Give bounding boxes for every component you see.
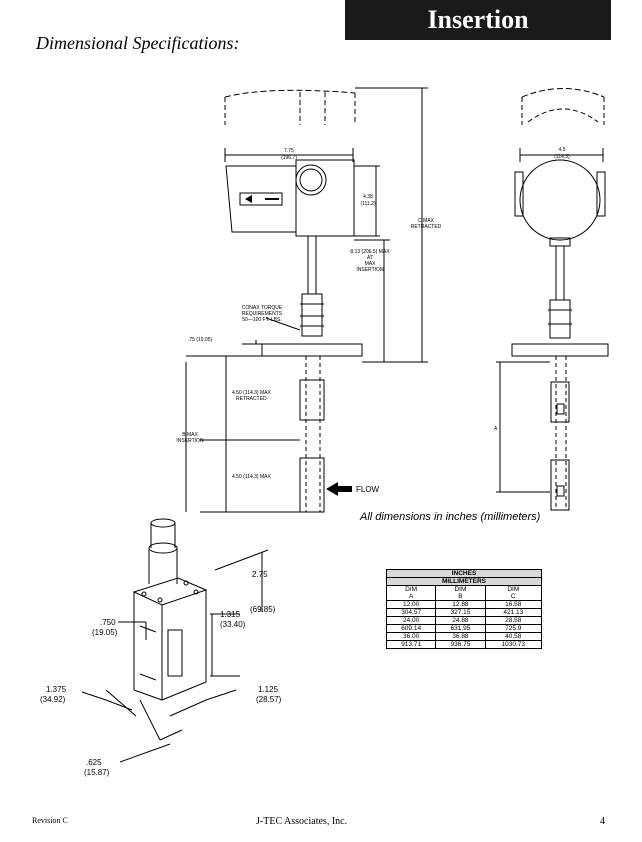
b-max-label: B MAX: [182, 432, 198, 438]
table-cell: 12.00: [385, 600, 437, 609]
height-label: 4.38: [363, 194, 373, 200]
table-cell: 304.57: [385, 608, 437, 617]
dim-15-87: (15.87): [84, 768, 110, 777]
max-insertion-label: 8.13 (206.5) MAX: [350, 249, 390, 255]
dim-1-375: 1.375: [46, 685, 67, 694]
table-row: 913.71 936.75 1030.73: [385, 640, 543, 649]
table-cell: 12.88: [435, 600, 486, 609]
table-row: 304.57 327.15 421.13: [385, 608, 543, 617]
lower-label: 4.50 (114.3) MAX: [232, 474, 271, 480]
table-cell: 40.58: [484, 632, 543, 641]
table-row: 12.00 12.88 16.58: [385, 600, 543, 609]
table-cell: 725.9: [484, 624, 543, 633]
table-cell: 24.00: [385, 616, 437, 625]
table-cell: 421.13: [484, 608, 543, 617]
table-cell: 36.88: [435, 632, 486, 641]
table-row: 609.14 631.95 725.9: [385, 624, 543, 633]
max-insertion-label-3: MAX: [365, 261, 377, 267]
company-name: J-TEC Associates, Inc.: [256, 816, 348, 827]
height-mm-label: (111.2): [360, 201, 375, 207]
dim-33-40: (33.40): [220, 620, 246, 629]
page-number: 4: [600, 816, 605, 827]
table-cell: 16.58: [484, 600, 543, 609]
table-row: 36.00 36.88 40.58: [385, 632, 543, 641]
dimensions-note: All dimensions in inches (millimeters): [360, 511, 541, 523]
dim-34-92: (34.92): [40, 695, 66, 704]
dim-1-315: 1.315: [220, 610, 241, 619]
table-cell: 1030.73: [484, 640, 543, 649]
dim-69-85: (69.85): [250, 605, 276, 614]
dim-1-125: 1.125: [258, 685, 279, 694]
retracted-label: 4.50 (114.3) MAX: [232, 390, 271, 396]
dim-19-05: (19.05): [92, 628, 118, 637]
conax-label-2: REQUIREMENTS: [242, 311, 283, 317]
flange-label: .75 (19.05): [188, 337, 213, 343]
table-cell: 936.75: [435, 640, 486, 649]
dim-750: .750: [100, 618, 116, 627]
c-max-label-2: RETRACTED: [411, 224, 442, 230]
table-cell: 631.95: [435, 624, 486, 633]
b-max-label-2: INSERTION: [176, 438, 204, 444]
max-insertion-label-2: AT: [367, 255, 373, 261]
table-row: 24.00 24.88 28.58: [385, 616, 543, 625]
revision-label: Revision C: [32, 816, 68, 825]
dim-625: .625: [86, 758, 102, 767]
table-cell: 24.88: [435, 616, 486, 625]
side-width-mm-label: (114.3): [554, 154, 570, 160]
conax-label: CONAX TORQUE: [242, 305, 283, 311]
retracted-label-2: RETRACTED: [236, 396, 267, 402]
table-title-inches: INCHES: [386, 569, 542, 578]
dim-a-label: A: [494, 426, 498, 432]
width-mm-label: (196.7): [281, 155, 297, 161]
table-cell: 28.58: [484, 616, 543, 625]
section-title: Dimensional Specifications:: [36, 33, 240, 53]
width-label: 7.75: [284, 148, 294, 154]
table-cell: 36.00: [385, 632, 437, 641]
flow-label: FLOW: [356, 485, 380, 494]
section-tab: Insertion: [345, 0, 611, 40]
dim-2-75: 2.75: [252, 570, 268, 579]
table-cell: 913.71: [385, 640, 437, 649]
table-title-mm: MILLIMETERS: [386, 577, 542, 586]
conax-label-3: 50—100 FT. LBS.: [242, 317, 281, 323]
dim-28-57: (28.57): [256, 695, 282, 704]
table-cell: 327.15: [435, 608, 486, 617]
side-width-label: 4.5: [559, 147, 566, 153]
max-insertion-label-4: INSERTION: [356, 267, 384, 273]
c-max-label: C MAX: [418, 218, 435, 224]
table-cell: 609.14: [385, 624, 437, 633]
